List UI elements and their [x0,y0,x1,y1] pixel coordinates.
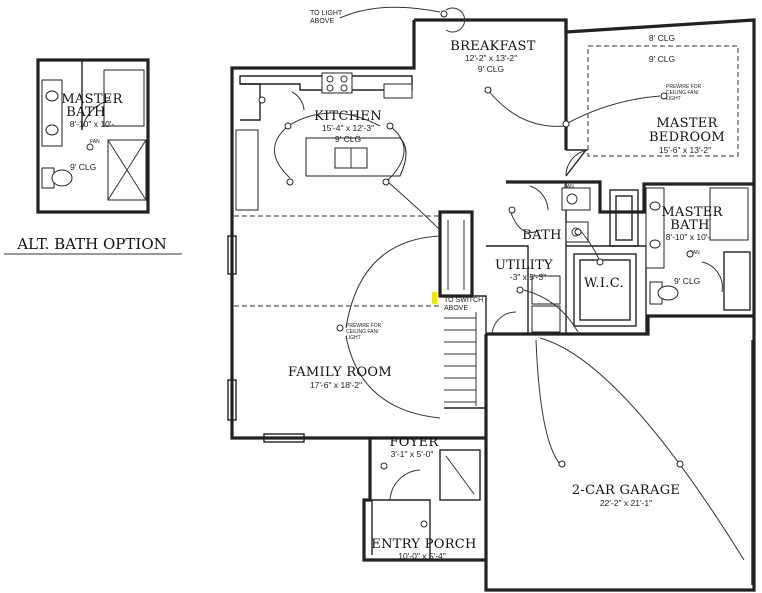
family-room-dims: 17'-6" x 18'-2" [310,380,362,390]
alt-bathtub [103,69,145,127]
kitchen-ceiling: 9' CLG [335,134,361,144]
light-icon [562,120,570,128]
alt-vanity [41,79,63,147]
light-icon [284,122,292,130]
light-icon [508,206,516,214]
master-bath-name-1: MASTER [661,205,723,220]
washer [531,275,561,305]
wic-name: W.I.C. [584,276,624,291]
breakfast-ceiling: 9' CLG [478,64,504,74]
light-icon [258,96,266,104]
bath-fan-label: FAN [564,184,574,190]
prewire-bed-2: CEILING FAN/ [666,90,699,96]
alt-bath-name-1: MASTER [61,92,123,107]
light-fixtures [258,10,694,528]
family-room-area: PREWIRE FOR CEILING FAN/ LIGHT FAMILY RO… [227,215,441,443]
light-icon [484,86,492,94]
alt-bath-title: ALT. BATH OPTION [16,235,167,253]
breakfast-area: BREAKFAST 12'-2" x 13'-2" 9' CLG TO LIGH… [310,6,536,74]
light-icon [440,10,448,18]
to-switch-note-2: ABOVE [444,305,468,312]
master-bedroom-area: 8' CLG 9' CLG MASTER BEDROOM 15'-6" x 13… [565,33,739,177]
alt-sink-2 [45,124,59,136]
family-room-name: FAMILY ROOM [288,365,392,380]
to-switch-note-1: TO SWITCH [444,297,483,304]
alt-bath-fan-label: FAN [90,139,100,145]
kitchen-dims: 15'-4" x 12'-3" [322,123,374,133]
bath-sink-counter [561,187,591,211]
dryer [531,305,561,333]
stairs-utility: UTILITY -3" x 5'-3" TO SWITCH ABOVE [432,210,561,409]
foyer-name: FOYER [389,435,439,450]
light-icon [380,462,388,470]
prewire-bed-3: LIGHT [666,96,681,102]
highlight-marker [432,292,437,304]
foyer-dims: 3'-1" x 5'-0" [391,449,434,459]
master-bed-ceiling: 9' CLG [649,54,675,64]
master-vanity [645,187,665,269]
foyer-porch-area: FOYER 3'-1" x 5'-0" ENTRY PORCH 10'-0" x… [371,435,481,561]
to-light-note-1: TO LIGHT [310,10,343,17]
prewire-fam-1: PREWIRE FOR [346,323,382,329]
utility-name: UTILITY [495,258,553,273]
master-bath-fan-label: FAN [690,250,700,256]
alt-fan-icon [86,143,94,151]
bath-name: BATH [522,228,561,243]
garage-dims: 22'-2" x 21'-1" [600,498,652,508]
alt-bath-ceiling: 9' CLG [70,162,96,172]
master-bed-dims: 15'-6" x 13'-2" [659,145,711,155]
exterior-walls [230,18,756,592]
light-icon [382,178,390,186]
tray-ceiling [587,45,739,157]
breakfast-name: BREAKFAST [450,39,536,54]
alt-bath-option: MASTER BATH 8'-10" x 10'- FAN 9' CLG ALT… [4,58,182,255]
garage-area: 2-CAR GARAGE 22'-2" x 21'-1" [535,337,745,561]
entry-porch-name: ENTRY PORCH [371,537,476,552]
master-toilet [657,285,679,301]
prewire-fam-2: CEILING FAN/ [346,329,379,335]
light-icon [676,460,684,468]
garage-name: 2-CAR GARAGE [572,483,680,498]
light-icon [596,258,604,266]
light-icon [386,122,394,130]
master-tub [709,187,749,241]
entry-porch-dims: 10'-0" x 5'-4" [398,551,446,561]
cooktop [321,72,353,94]
bath-sink [566,193,578,205]
kitchen-area: KITCHEN 15'-4" x 12'-3" 9' CLG [235,72,413,211]
alt-bath-dims: 8'-10" x 10'- [70,119,115,129]
light-icon [558,460,566,468]
master-bed-name-2: BEDROOM [649,130,725,145]
pantry-counter [235,129,259,211]
light-icon [574,228,582,236]
master-bath-dims: 8'-10" x 10'- [666,232,711,242]
prewire-fam-3: LIGHT [346,335,361,341]
prewire-bed-1: PREWIRE FOR [666,84,702,90]
master-bed-ceiling-top: 8' CLG [649,33,675,43]
breakfast-dims: 12'-2" x 13'-2" [465,53,517,63]
fan-icon [686,250,694,258]
range-hood [383,83,413,99]
master-bath-ceiling: 9' CLG [674,276,700,286]
alt-bath-name-2: BATH [66,105,105,120]
master-bath-name-2: BATH [670,218,709,233]
wic-shelves [573,253,637,327]
alt-toilet [51,169,73,187]
utility-dims: -3" x 5'-3" [510,272,546,282]
wiring [274,89,661,333]
light-icon [516,286,524,294]
alt-sink-1 [45,90,59,102]
light-icon [286,178,294,186]
to-light-note-2: ABOVE [310,18,334,25]
ceiling-fan-icon [660,92,668,100]
ceiling-fan-icon [336,324,344,332]
light-icon [420,520,428,528]
bath-closet-block: FAN BATH W.I.C. MASTER BATH 8'-10" x 10'… [506,180,754,334]
master-bed-name-1: MASTER [656,116,718,131]
